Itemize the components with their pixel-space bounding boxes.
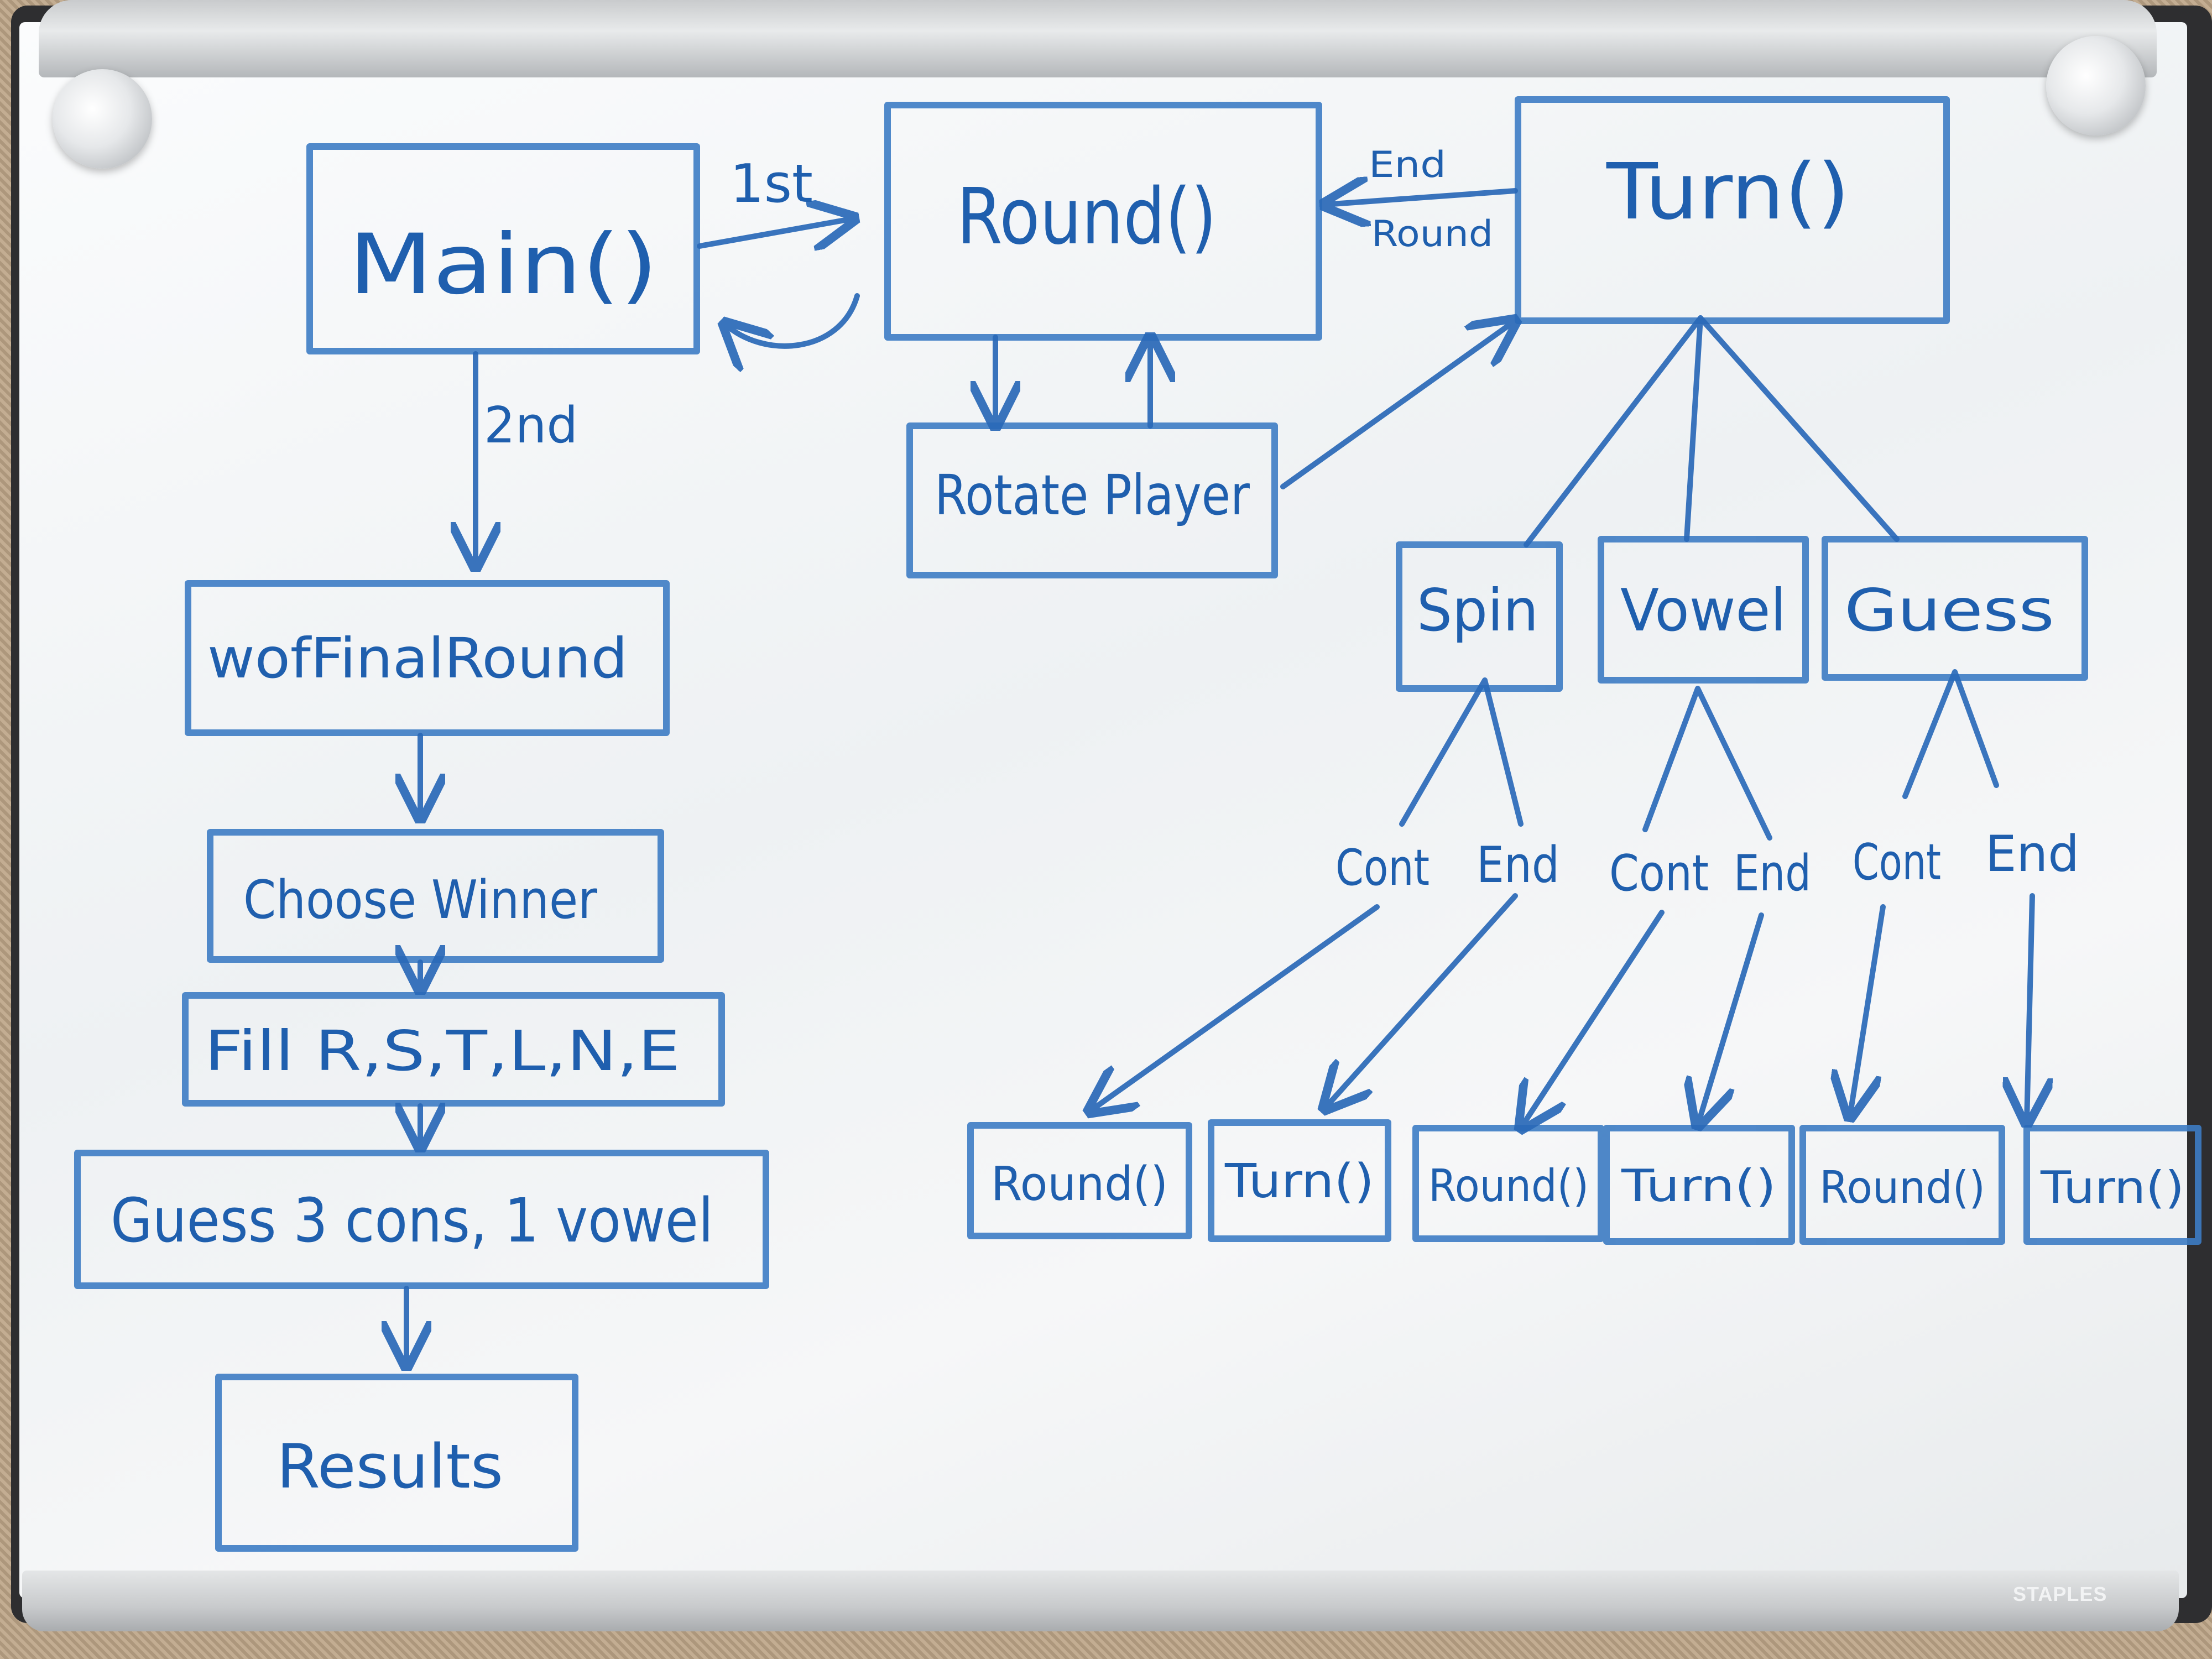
edge-rotate-to-turn — [1280, 321, 1515, 489]
turn-box — [1515, 96, 1950, 324]
choose-winner-label: Choose Winner — [243, 870, 598, 931]
whiteboard-top-rail — [39, 0, 2157, 77]
magnet-left-icon — [53, 69, 152, 169]
out-box-2 — [1208, 1119, 1391, 1242]
edge-turn-to-guess — [1698, 315, 1900, 542]
final-round-label: wofFinalRound — [207, 626, 628, 691]
results-box — [215, 1374, 578, 1552]
edge-guess-end-to-turn — [2027, 893, 2032, 1123]
guess-consonants-label: Guess 3 cons, 1 vowel — [111, 1185, 713, 1256]
edge-spin-end-to-turn — [1324, 893, 1518, 1109]
edge-spin-cont-to-round — [1089, 904, 1380, 1112]
magnet-right-icon — [2046, 36, 2146, 135]
results-label: Results — [276, 1431, 503, 1502]
out-box-1 — [967, 1122, 1192, 1239]
out-label-6: Turn() — [2040, 1162, 2184, 1213]
out-label-3: Round() — [1428, 1160, 1589, 1212]
out-label-2: Turn() — [1224, 1154, 1374, 1209]
main-label: Main() — [348, 217, 658, 313]
guess-action-label: Guess — [1844, 577, 2054, 644]
vowel-cont-label: Cont — [1609, 844, 1709, 902]
out-box-5 — [1799, 1125, 2005, 1245]
edge-vowel-cont-to-round — [1521, 910, 1665, 1128]
out-label-5: Round() — [1819, 1162, 1985, 1213]
vowel-end-label: End — [1734, 844, 1811, 902]
out-label-4: Turn() — [1621, 1160, 1776, 1212]
edge-vowel-fork — [1642, 686, 1772, 841]
edge-spin-fork — [1399, 677, 1524, 827]
main-box — [306, 143, 700, 354]
edge-label-end: End — [1369, 144, 1446, 186]
edge-turn-to-spin — [1524, 315, 1703, 547]
rotate-player-box — [906, 422, 1278, 578]
edge-round-return — [724, 293, 860, 346]
out-box-3 — [1412, 1125, 1604, 1242]
edge-label-second: 2nd — [484, 397, 578, 455]
brand-label: STAPLES — [2013, 1583, 2107, 1605]
vowel-label: Vowel — [1620, 577, 1786, 644]
spin-label: Spin — [1417, 577, 1538, 644]
guess-end-label: End — [1985, 825, 2079, 883]
out-label-1: Round() — [991, 1157, 1168, 1212]
spin-end-label: End — [1477, 836, 1559, 894]
spin-cont-label: Cont — [1335, 839, 1430, 897]
edge-guess-fork — [1902, 669, 1999, 799]
vowel-box — [1598, 536, 1809, 684]
edge-turn-to-round — [1324, 191, 1518, 205]
edge-label-round: Round — [1371, 213, 1493, 255]
rotate-player-label: Rotate Player — [935, 463, 1250, 528]
fill-letters-box — [182, 992, 725, 1107]
edge-guess-cont-to-round — [1850, 904, 1886, 1117]
guess-cont-label: Cont — [1853, 833, 1941, 891]
edge-vowel-end-to-turn — [1698, 912, 1764, 1125]
turn-label: Turn() — [1606, 147, 1850, 237]
edge-turn-to-vowel — [1684, 315, 1703, 542]
round-label: Round() — [957, 172, 1217, 262]
guess-consonants-box — [74, 1150, 769, 1289]
edge-main-to-round — [697, 218, 854, 246]
whiteboard-surface — [19, 22, 2187, 1598]
final-round-box — [185, 580, 670, 736]
whiteboard-bottom-rail — [22, 1571, 2179, 1631]
fill-letters-label: Fill R,S,T,L,N,E — [205, 1019, 680, 1083]
out-box-6 — [2023, 1125, 2201, 1245]
edge-label-first: 1st — [730, 154, 813, 215]
